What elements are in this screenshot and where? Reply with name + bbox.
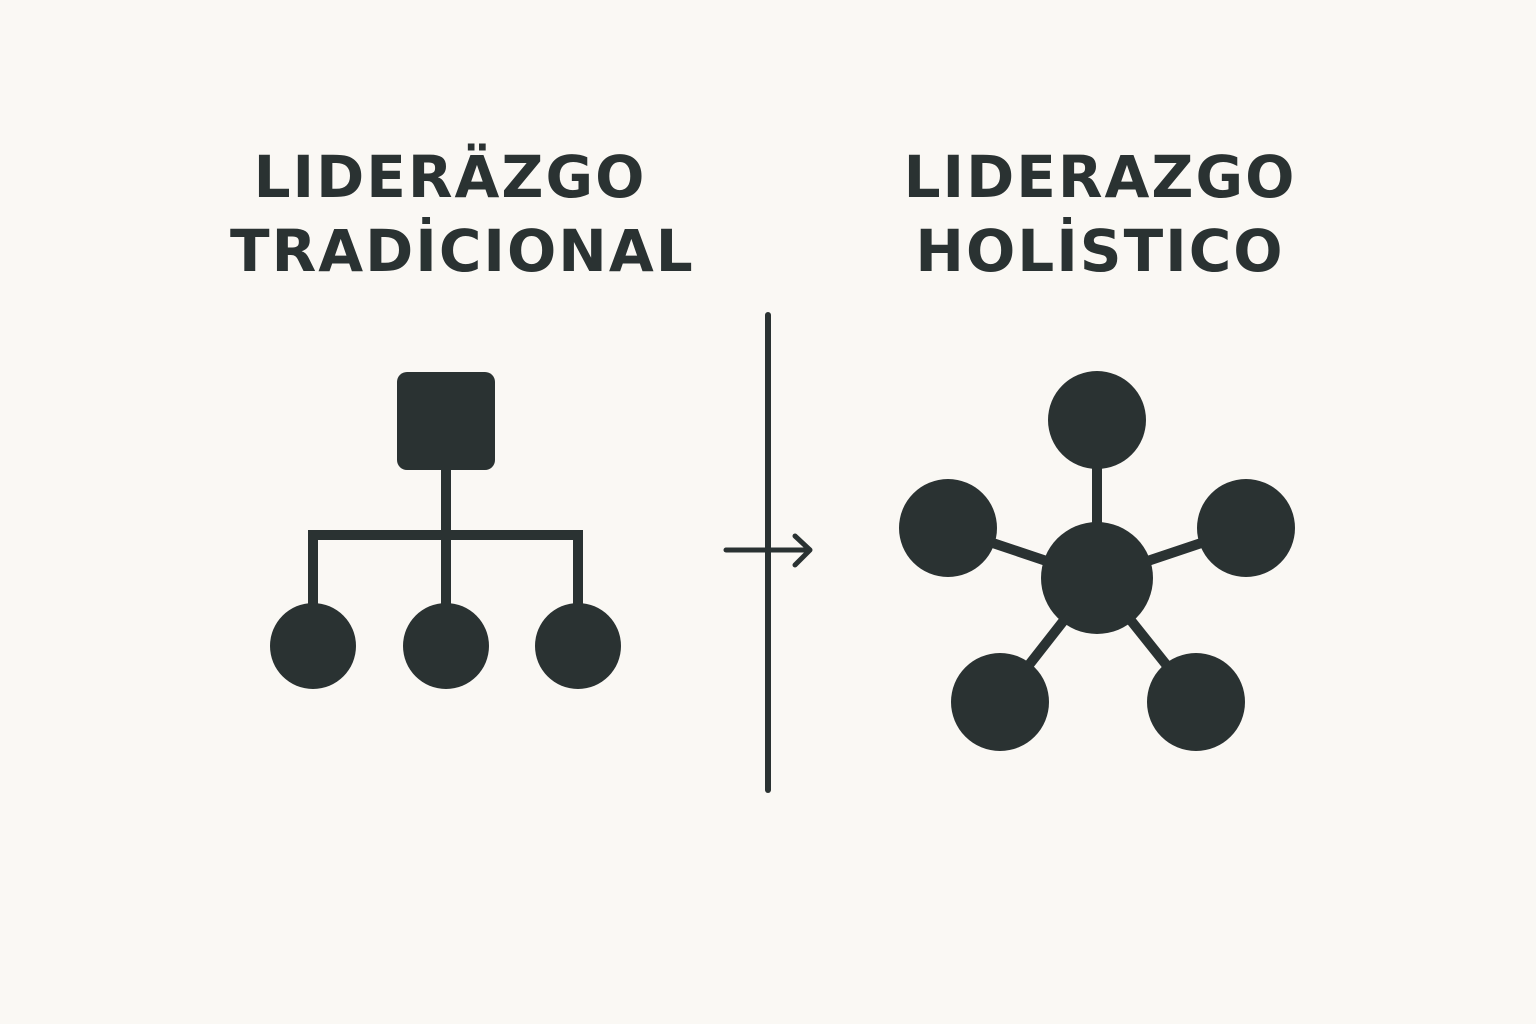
top-box-node	[397, 372, 495, 470]
network-hub-icon	[899, 371, 1295, 751]
tree-connectors	[308, 468, 583, 604]
central-hub-node	[1041, 522, 1153, 634]
child-node-right	[535, 603, 621, 689]
holistic-title-line2: HOLİSTICO	[915, 217, 1285, 285]
satellite-node-top	[1048, 371, 1146, 469]
holistic-title-line1: LIDERAZGO	[903, 143, 1297, 211]
hierarchy-tree-icon	[270, 372, 621, 689]
traditional-title-line1: LIDERÄZGO	[253, 143, 647, 211]
satellite-node-right	[1197, 479, 1295, 577]
satellite-node-bottom-left	[951, 653, 1049, 751]
satellite-node-left	[899, 479, 997, 577]
divider-group	[723, 312, 813, 793]
satellite-node-bottom-right	[1147, 653, 1245, 751]
holistic-leadership-title: LIDERAZGO HOLİSTICO	[880, 140, 1320, 288]
child-node-left	[270, 603, 356, 689]
right-arrow-icon	[723, 533, 813, 568]
traditional-leadership-title: LIDERÄZGO TRADİCIONAL	[230, 140, 695, 288]
child-node-center	[403, 603, 489, 689]
traditional-title-line2: TRADİCIONAL	[230, 217, 695, 285]
